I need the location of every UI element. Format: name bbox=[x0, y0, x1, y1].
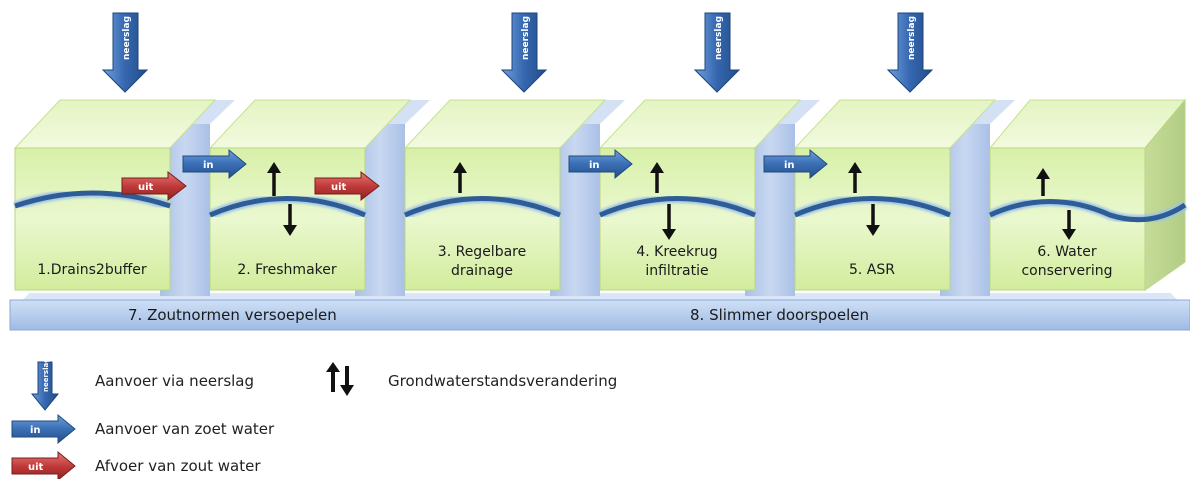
legend-groundwater-icon bbox=[326, 362, 354, 396]
legend-uit-icon: uit bbox=[11, 450, 76, 479]
up-arrow-icon bbox=[848, 162, 862, 193]
platform-base: 7. Zoutnormen versoepelen 8. Slimmer doo… bbox=[9, 293, 1190, 331]
svg-text:in: in bbox=[203, 160, 214, 171]
uit-arrow-icon: uit bbox=[121, 170, 187, 202]
neerslag-arrow-icon: neerslag bbox=[101, 12, 149, 93]
legend-groundwater-label: Grondwaterstandsverandering bbox=[388, 372, 618, 390]
block-2: 2. Freshmaker bbox=[208, 99, 412, 291]
block-6: 6. Water conservering bbox=[988, 98, 1188, 291]
svg-text:neerslag: neerslag bbox=[42, 358, 50, 392]
block-label-2: infiltratie bbox=[645, 263, 708, 279]
in-arrow-icon: in bbox=[182, 148, 247, 180]
svg-text:uit: uit bbox=[138, 182, 154, 193]
block-label: 5. ASR bbox=[849, 262, 895, 278]
block-label: 4. Kreekrug bbox=[636, 244, 717, 260]
legend-in-label: Aanvoer van zoet water bbox=[95, 420, 275, 438]
up-arrow-icon bbox=[1036, 168, 1050, 196]
svg-text:neerslag: neerslag bbox=[714, 16, 724, 60]
legend-icons: neerslag in uit bbox=[11, 358, 354, 479]
svg-text:neerslag: neerslag bbox=[521, 16, 531, 60]
block-label: 2. Freshmaker bbox=[237, 262, 337, 278]
legend-neerslag-icon: neerslag bbox=[30, 358, 60, 411]
block-label: 6. Water bbox=[1037, 244, 1096, 260]
svg-text:uit: uit bbox=[331, 182, 347, 193]
water-line bbox=[988, 199, 1187, 223]
groundwater-arrows bbox=[267, 162, 1076, 240]
svg-text:neerslag: neerslag bbox=[907, 16, 917, 60]
up-arrow-icon bbox=[453, 162, 467, 193]
up-arrow-icon bbox=[650, 162, 664, 193]
water-line bbox=[209, 196, 366, 218]
legend-uit-label: Afvoer van zout water bbox=[95, 457, 261, 475]
block-label: 3. Regelbare bbox=[438, 244, 526, 260]
block-label-2: conservering bbox=[1021, 263, 1112, 279]
in-arrows: in in in bbox=[182, 148, 828, 180]
in-arrow-icon: in bbox=[568, 148, 633, 180]
down-arrow-icon bbox=[1062, 210, 1076, 240]
uit-arrows: uit uit bbox=[121, 170, 380, 202]
block-label-2: drainage bbox=[451, 263, 513, 279]
platform-label-8: 8. Slimmer doorspoelen bbox=[690, 306, 869, 324]
platform-label-7: 7. Zoutnormen versoepelen bbox=[128, 306, 337, 324]
block-4: 4. Kreekrug infiltratie bbox=[598, 99, 802, 291]
down-arrow-icon bbox=[662, 204, 676, 240]
uit-arrow-icon: uit bbox=[314, 170, 380, 202]
svg-text:neerslag: neerslag bbox=[122, 16, 132, 60]
in-arrow-icon: in bbox=[763, 148, 828, 180]
down-arrow-icon bbox=[283, 204, 297, 236]
block-1: 1.Drains2buffer bbox=[13, 99, 217, 291]
svg-text:uit: uit bbox=[28, 462, 44, 473]
down-arrow-icon bbox=[866, 204, 880, 236]
legend-neerslag-label: Aanvoer via neerslag bbox=[95, 372, 255, 390]
neerslag-arrow-icon: neerslag bbox=[693, 12, 741, 93]
svg-text:in: in bbox=[589, 160, 600, 171]
block-3: 3. Regelbare drainage bbox=[403, 99, 607, 291]
water-line bbox=[599, 196, 756, 218]
water-line bbox=[794, 196, 951, 218]
water-line bbox=[404, 196, 561, 218]
up-arrow-icon bbox=[267, 162, 281, 196]
neerslag-arrow-icon: neerslag bbox=[500, 12, 548, 93]
neerslag-arrow-icon: neerslag bbox=[886, 12, 934, 93]
neerslag-arrows: neerslag neerslag neerslag neerslag bbox=[101, 12, 934, 93]
block-label: 1.Drains2buffer bbox=[37, 262, 146, 278]
svg-text:in: in bbox=[30, 425, 41, 436]
legend-in-icon: in bbox=[11, 413, 76, 445]
svg-text:in: in bbox=[784, 160, 795, 171]
